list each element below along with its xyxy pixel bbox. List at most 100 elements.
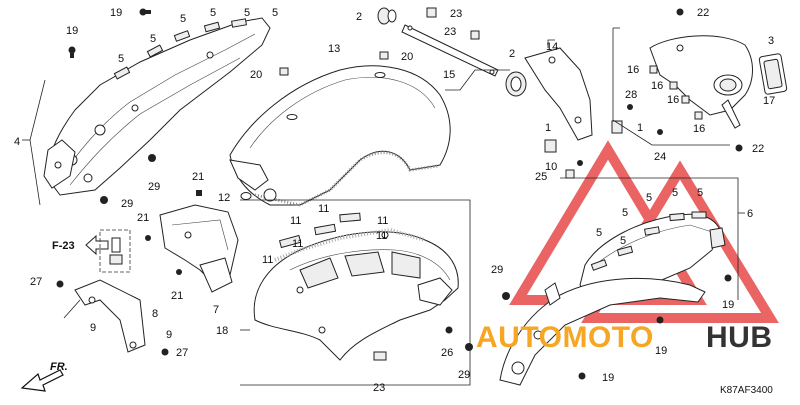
callout-12: 12 — [218, 192, 230, 204]
callout-18: 18 — [216, 325, 228, 337]
callout-5: 5 — [596, 227, 602, 239]
bolt-29-right-a — [502, 292, 510, 300]
bolt-27-low — [161, 348, 169, 356]
callout-1: 1 — [545, 122, 551, 134]
callout-25: 25 — [535, 171, 547, 183]
callout-5: 5 — [150, 33, 156, 45]
callout-5: 5 — [272, 7, 278, 19]
screw-22-bottom — [735, 144, 743, 152]
callout-19: 19 — [722, 299, 734, 311]
callout-16: 16 — [651, 80, 663, 92]
callout-11: 11 — [376, 230, 387, 242]
clip-20-right — [379, 51, 389, 60]
callout-4: 4 — [14, 136, 20, 148]
callout-13: 13 — [328, 43, 340, 55]
callout-11: 11 — [318, 203, 329, 215]
grommet-2-left — [377, 7, 397, 25]
bolt-27-left — [56, 280, 64, 288]
callout-19: 19 — [602, 372, 614, 384]
rubber-1-right — [611, 120, 623, 134]
license-bracket — [524, 47, 593, 141]
nut-23-bottom — [373, 351, 387, 361]
callout-16: 16 — [693, 123, 705, 135]
callout-23: 23 — [450, 8, 462, 20]
callout-29: 29 — [148, 181, 160, 193]
callout-21: 21 — [137, 212, 149, 224]
rail-bracket-lower — [43, 139, 76, 189]
grommet-12 — [240, 192, 252, 200]
callout-5: 5 — [244, 7, 250, 19]
callout-16: 16 — [667, 94, 679, 106]
callout-8: 8 — [152, 308, 158, 320]
clip-23-mid — [470, 30, 480, 40]
rear-fender — [229, 65, 451, 207]
callout-5: 5 — [118, 53, 124, 65]
callout-24: 24 — [654, 151, 666, 163]
screw-22-top — [676, 8, 684, 16]
splash-guard — [159, 204, 239, 293]
callout-16: 16 — [627, 64, 639, 76]
callout-14: 14 — [546, 41, 558, 53]
callout-19: 19 — [655, 345, 667, 357]
callout-5: 5 — [622, 207, 628, 219]
callout-29: 29 — [458, 369, 470, 381]
callout-21: 21 — [192, 171, 204, 183]
callout-5: 5 — [646, 192, 652, 204]
clip-23-top — [426, 7, 437, 18]
inner-fender — [253, 212, 459, 361]
bolt-10 — [577, 160, 583, 166]
bolt-19-mid — [656, 316, 664, 324]
callout-15: 15 — [443, 69, 455, 81]
bolt-29-mid — [148, 154, 156, 162]
strap-15 — [401, 24, 499, 77]
callout-27: 27 — [176, 347, 188, 359]
rear-side-cover — [579, 211, 726, 301]
callout-26: 26 — [441, 347, 453, 359]
rear-frame-lower — [499, 277, 706, 386]
rubber-1-left — [544, 139, 557, 153]
callout-5: 5 — [620, 235, 626, 247]
nut-24 — [657, 129, 663, 135]
callout-27: 27 — [30, 276, 42, 288]
callout-28: 28 — [625, 89, 637, 101]
rear-frame-rail — [43, 17, 271, 196]
collar-box — [99, 229, 131, 273]
callout-5: 5 — [210, 7, 216, 19]
bolt-19-top — [139, 8, 151, 16]
collar-16-a — [649, 65, 658, 74]
callout-11: 11 — [290, 215, 301, 227]
callout-5: 5 — [672, 187, 678, 199]
bolt-28 — [627, 104, 633, 110]
front-arrow — [20, 369, 64, 392]
reflector-3 — [758, 53, 788, 95]
callout-17: 17 — [763, 95, 775, 107]
collar-16-b — [669, 81, 678, 90]
callout-23: 23 — [444, 26, 456, 38]
callout-19: 19 — [110, 7, 122, 19]
callout-1: 1 — [637, 122, 643, 134]
callout-11: 11 — [292, 238, 303, 250]
callout-6: 6 — [747, 208, 753, 220]
callout-29: 29 — [121, 198, 133, 210]
collar-16-c — [681, 95, 690, 104]
watermark-text-a: AUTOMOTO — [476, 321, 654, 354]
callout-5: 5 — [180, 13, 186, 25]
callout-9: 9 — [90, 322, 96, 334]
bolt-29-low — [100, 196, 108, 204]
bolt-19-bottom — [578, 372, 586, 380]
grommet-2-right — [505, 71, 527, 97]
frame-ref-f23: F-23 — [52, 240, 75, 252]
callout-23: 23 — [373, 382, 385, 394]
bolt-29-right-b — [465, 343, 473, 351]
callout-labels: 19 19 5 5 5 5 5 5 4 29 29 13 20 20 12 21… — [14, 7, 775, 396]
clip-21-top — [196, 190, 202, 196]
front-label: FR. — [50, 361, 68, 373]
callout-2: 2 — [509, 48, 515, 60]
callout-19: 19 — [66, 25, 78, 37]
callout-11: 11 — [262, 254, 273, 266]
callout-20: 20 — [250, 69, 262, 81]
bolt-21-left — [145, 235, 151, 241]
callout-3: 3 — [768, 35, 774, 47]
callout-22: 22 — [752, 143, 764, 155]
